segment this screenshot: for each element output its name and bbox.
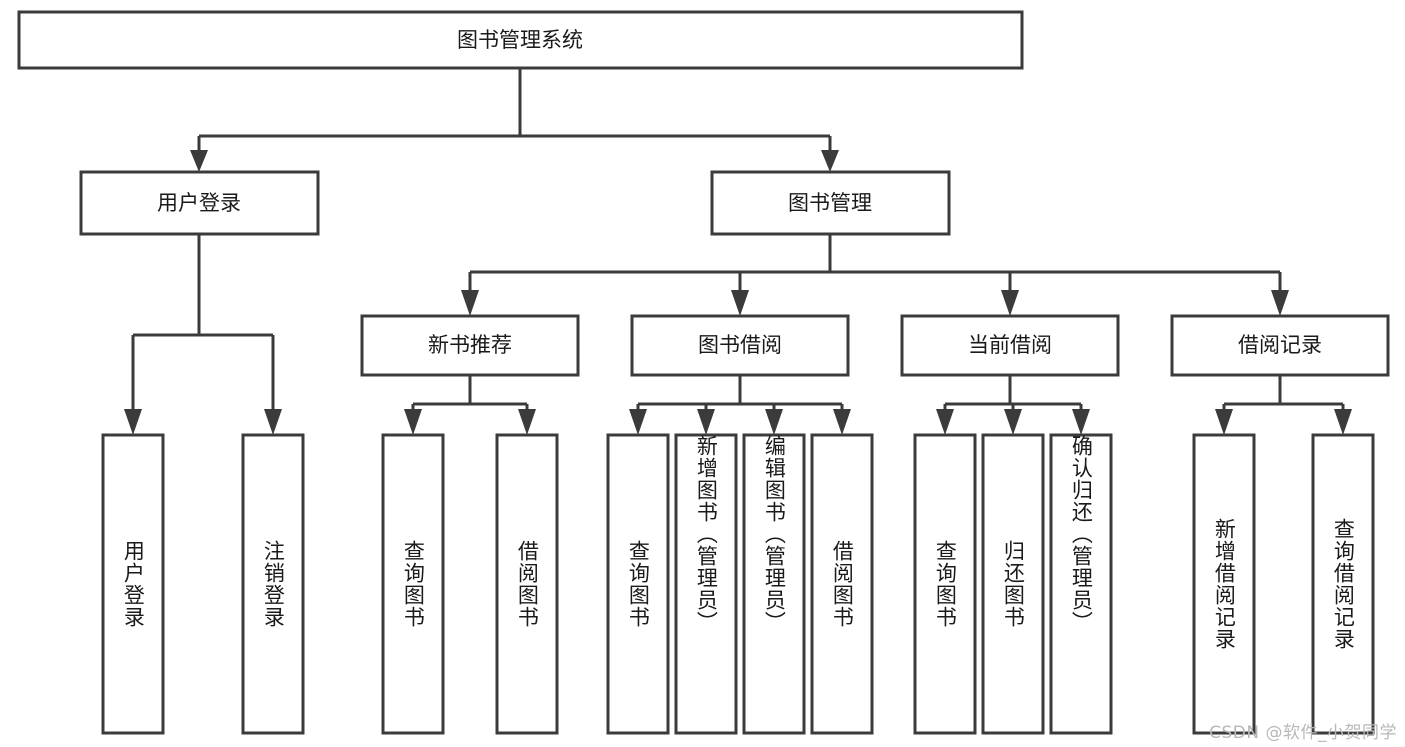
arrow-leaf-br-add — [1215, 409, 1233, 435]
nodes-group: 图书管理系统 用户登录 图书管理 新书推荐 图书借阅 当前借阅 借阅记录 — [17, 10, 1390, 735]
arrow-leaf-bb-query — [629, 409, 647, 435]
leaf-box-cb-return[interactable] — [981, 433, 1045, 735]
node-book-borrow-box[interactable] — [630, 314, 850, 377]
node-book-borrow-label: 图书借阅 — [698, 333, 782, 357]
leaf-box-logout[interactable] — [241, 433, 305, 735]
leaf-box-user-login[interactable] — [101, 433, 165, 735]
csdn-watermark: CSDN @软件_小贺同学 — [1209, 723, 1397, 743]
leaf-box-bb-borrow[interactable] — [810, 433, 874, 735]
arrow-leaf-bb-add — [697, 409, 715, 435]
arrow-leaf-br-query — [1334, 409, 1352, 435]
node-book-mgmt-label: 图书管理 — [788, 191, 872, 215]
leaf-box-cb-confirm[interactable] — [1049, 433, 1113, 735]
leaf-box-bb-add[interactable] — [674, 433, 738, 735]
arrow-leaf-cb-return — [1004, 409, 1022, 435]
arrow-to-current-borrow — [1001, 290, 1019, 316]
arrow-leaf-bb-borrow — [833, 409, 851, 435]
edges-group — [124, 68, 1352, 435]
leaf-box-br-query[interactable] — [1311, 433, 1375, 735]
arrow-to-user-login — [190, 150, 208, 172]
node-book-mgmt-box[interactable] — [710, 170, 951, 236]
leaf-box-bb-query[interactable] — [606, 433, 670, 735]
node-user-login-label: 用户登录 — [157, 191, 241, 215]
arrow-leaf-user-login — [124, 409, 142, 435]
arrow-to-new-book — [461, 290, 479, 316]
node-current-borrow-box[interactable] — [900, 314, 1120, 377]
arrow-to-book-borrow — [731, 290, 749, 316]
node-borrow-record-label: 借阅记录 — [1238, 333, 1322, 357]
arrow-leaf-cb-query — [936, 409, 954, 435]
leaf-box-newbook-query[interactable] — [381, 433, 445, 735]
arrow-leaf-bb-edit — [765, 409, 783, 435]
leaf-box-br-add[interactable] — [1192, 433, 1256, 735]
node-new-book-recommend-label: 新书推荐 — [428, 333, 512, 357]
node-new-book-recommend-box[interactable] — [360, 314, 580, 377]
node-root-box[interactable] — [17, 10, 1024, 70]
node-user-login-box[interactable] — [79, 170, 320, 236]
node-current-borrow-label: 当前借阅 — [968, 333, 1052, 357]
arrow-to-borrow-record — [1271, 290, 1289, 316]
arrow-leaf-newbook-query — [404, 409, 422, 435]
arrow-leaf-cb-confirm — [1072, 409, 1090, 435]
arrow-leaf-newbook-borrow — [518, 409, 536, 435]
arrow-to-book-mgmt — [821, 150, 839, 172]
node-root-label: 图书管理系统 — [457, 28, 583, 52]
leaf-box-newbook-borrow[interactable] — [495, 433, 559, 735]
node-borrow-record-box[interactable] — [1170, 314, 1390, 377]
leaf-box-bb-edit[interactable] — [742, 433, 806, 735]
leaf-box-cb-query[interactable] — [913, 433, 977, 735]
arrow-leaf-logout — [264, 409, 282, 435]
